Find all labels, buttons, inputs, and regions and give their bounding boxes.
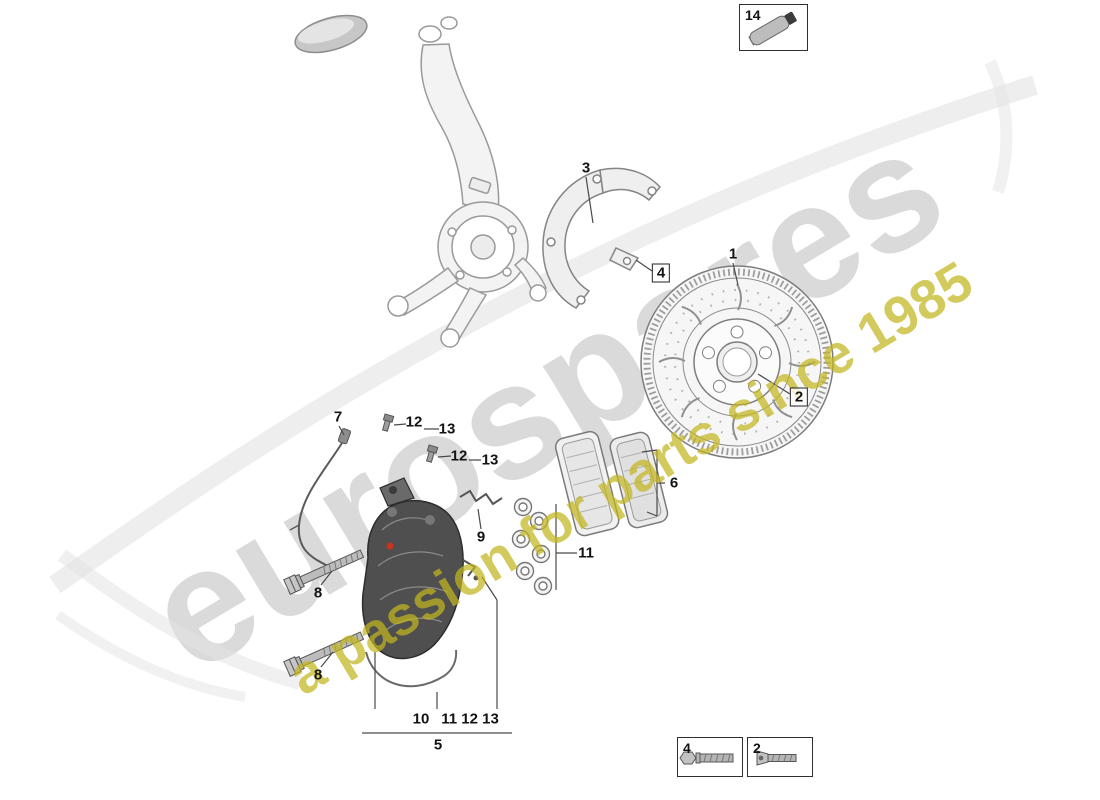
legend-box-hex-bolt: 4: [677, 737, 743, 777]
bleeder-valve-lower: [425, 444, 439, 463]
legend-label-4: 4: [683, 740, 691, 756]
callout-2-hub-screw: 2: [789, 387, 809, 407]
grease-tube-icon: [748, 11, 797, 46]
sensor-clip: [462, 559, 479, 581]
leader-lines: [320, 176, 791, 734]
callout-6-pads: 6: [669, 474, 679, 492]
legend-label-2: 2: [753, 740, 761, 756]
legend-label-14: 14: [745, 7, 761, 23]
callout-8-bolt-lower: 8: [313, 666, 323, 684]
callout-11-seals: 11: [578, 544, 594, 562]
mounting-bolt-lower: [283, 631, 365, 677]
callout-12-upper: 12: [405, 413, 423, 431]
callout-8-bolt-upper: 8: [313, 584, 323, 602]
splash-shield: [542, 167, 662, 309]
seal-kit-rings: [511, 497, 553, 596]
steering-knuckle: [387, 16, 547, 348]
disc-slots: [658, 283, 816, 441]
callout-4-shield-bolt: 4: [651, 263, 671, 283]
cover-cap: [294, 14, 368, 54]
mounting-bolt-upper: [283, 549, 365, 595]
callout-11-12-13-row: 11 12 13: [441, 710, 499, 728]
brake-pads: [554, 430, 669, 537]
callout-13-lower: 13: [481, 451, 499, 469]
brake-disc: [640, 265, 834, 459]
spreader-spring: [459, 489, 503, 506]
legend-box-countersunk-screw: 2: [747, 737, 813, 777]
countersunk-screw-icon: [756, 750, 797, 766]
hex-bolt-icon: [679, 751, 734, 765]
bleeder-valve-upper: [381, 413, 395, 432]
callout-3-shield: 3: [581, 159, 591, 177]
brake-caliper: [361, 477, 464, 688]
callout-12-lower: 12: [450, 447, 468, 465]
callout-5-caliper: 5: [433, 736, 443, 754]
callout-9-spring: 9: [476, 528, 486, 546]
callout-10-row: 10: [412, 710, 430, 728]
legend-box-grease: 14: [739, 4, 808, 51]
callout-13-upper: 13: [438, 420, 456, 438]
callout-7-wire: 7: [333, 408, 343, 426]
wear-sensor-wire: [289, 428, 352, 567]
callout-1-disc: 1: [728, 245, 738, 263]
